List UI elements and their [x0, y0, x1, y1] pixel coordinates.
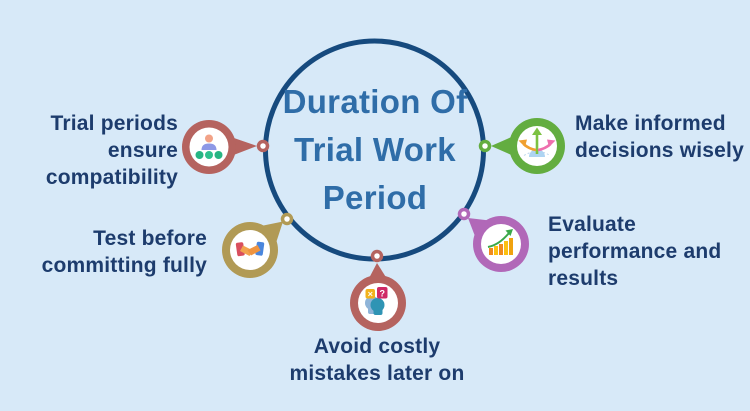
bubble-evaluate	[468, 216, 529, 272]
thinking-head-icon: ✕ ?	[365, 287, 388, 315]
label-decisions: Make informed decisions wisely	[575, 112, 744, 162]
bubble-test-before	[222, 221, 283, 278]
connector-dot-avoid-mistakes	[370, 249, 384, 263]
bubble-tail	[231, 137, 257, 156]
label-evaluate: Evaluate performance and results	[548, 213, 722, 290]
growth-chart-icon	[487, 229, 513, 255]
bubble-decisions	[491, 118, 565, 174]
connector-dot-decisions	[478, 139, 492, 153]
page-title: Duration Of Trial Work Period	[282, 83, 468, 216]
connector-dot-trial-periods	[256, 139, 270, 153]
handshake-icon	[235, 241, 265, 257]
question-glyph: ?	[379, 289, 385, 299]
team-hierarchy-icon	[195, 134, 223, 159]
connector-dot-test-before	[280, 212, 294, 226]
connector-dot-evaluate	[457, 207, 471, 221]
cross-glyph: ✕	[367, 292, 373, 299]
bubble-trial-periods	[182, 120, 257, 174]
label-test-before: Test before committing fully	[41, 227, 207, 277]
bubble-tail	[261, 221, 283, 243]
label-trial-periods: Trial periods ensure compatibility	[45, 112, 178, 189]
bubble-avoid-mistakes: ✕ ?	[350, 263, 406, 331]
decision-arrows-icon	[518, 127, 556, 157]
label-avoid-mistakes: Avoid costly mistakes later on	[289, 335, 465, 385]
